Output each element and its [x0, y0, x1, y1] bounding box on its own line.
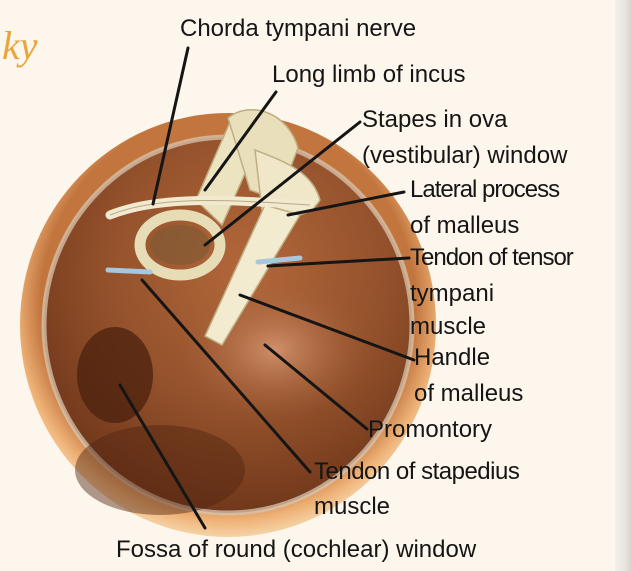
promontory-bulge — [180, 280, 370, 420]
logo-fragment: ky — [2, 24, 38, 68]
label-stapedius-line2: muscle — [314, 493, 390, 521]
label-chorda-tympani: Chorda tympani nerve — [180, 15, 416, 43]
label-lateral-process-line1: Lateral process — [410, 176, 559, 204]
label-lateral-process-line2: of malleus — [410, 212, 519, 240]
label-tendon-tensor-line3: muscle — [410, 313, 486, 341]
label-promontory: Promontory — [368, 416, 492, 444]
label-tendon-tensor-line1: Tendon of tensor — [410, 244, 573, 272]
cavity-shadow — [75, 425, 245, 515]
label-long-limb-incus: Long limb of incus — [272, 61, 465, 89]
label-stapes-line1: Stapes in ova — [362, 106, 507, 134]
label-handle-line1: Handle — [414, 344, 490, 372]
label-handle-line2: of malleus — [414, 380, 523, 408]
round-window-fossa — [77, 327, 153, 423]
label-stapedius-line1: Tendon of stapedius — [314, 458, 519, 486]
label-fossa-round-window: Fossa of round (cochlear) window — [116, 536, 476, 564]
stapedius-tendon — [108, 270, 150, 272]
label-stapes-line2: (vestibular) window — [362, 142, 567, 170]
oval-window-recess — [150, 225, 210, 265]
label-tendon-tensor-line2: tympani — [410, 280, 494, 308]
page-edge — [615, 0, 631, 571]
